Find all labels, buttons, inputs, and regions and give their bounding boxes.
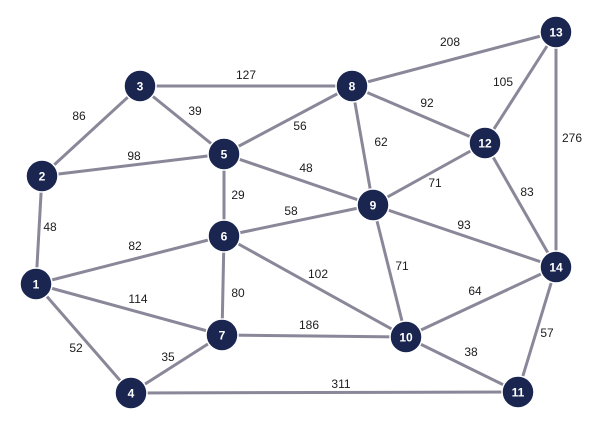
edge-weight-9-12: 71 [428,176,442,190]
edge-6-10 [222,234,408,339]
edge-10-14 [404,265,558,339]
node-7: 7 [205,318,239,352]
node-2: 2 [25,159,59,193]
edge-7-10 [220,333,408,339]
node-circle-7 [205,318,239,352]
edge-weight-2-3: 86 [72,109,86,123]
edge-1-7 [34,282,224,337]
edge-10-11 [404,335,520,394]
edge-weight-12-13: 105 [493,75,513,89]
node-label-11: 11 [512,386,525,400]
edge-9-10 [371,203,408,339]
edge-11-14 [516,265,558,394]
edge-weight-8-12: 92 [420,96,434,110]
edge-weight-10-14: 64 [468,284,482,298]
node-circle-12 [468,126,502,160]
edge-weight-11-14: 57 [540,326,554,340]
node-label-6: 6 [221,230,228,244]
edge-weight-1-6: 82 [128,239,142,253]
edge-weight-1-2: 48 [43,220,57,234]
node-label-4: 4 [128,387,135,401]
node-label-9: 9 [370,199,377,213]
node-4: 4 [114,376,148,410]
edge-8-12 [350,84,487,145]
node-circle-11 [501,375,535,409]
node-6: 6 [207,219,241,253]
node-label-5: 5 [221,148,228,162]
node-13: 13 [539,15,573,49]
edge-weight-6-10: 102 [308,267,328,281]
edge-9-12 [371,141,487,207]
edge-weight-3-5: 39 [188,104,202,118]
edge-weight-8-9: 62 [374,135,388,149]
node-circle-6 [207,219,241,253]
node-label-7: 7 [219,329,226,343]
edge-weight-2-5: 98 [127,149,141,163]
node-circle-9 [356,188,390,222]
edge-weight-1-4: 52 [69,341,83,355]
node-8: 8 [335,69,369,103]
edge-weight-4-7: 35 [161,350,175,364]
node-label-10: 10 [399,331,413,345]
edge-weight-7-10: 186 [299,318,319,332]
node-circle-5 [207,137,241,171]
edge-2-3 [40,84,142,178]
node-circle-1 [19,267,53,301]
edge-weight-8-13: 208 [440,35,460,49]
edge-weight-12-14: 83 [520,185,534,199]
edge-1-4 [34,282,133,395]
node-circle-4 [114,376,148,410]
edge-weight-6-9: 58 [284,204,298,218]
node-5: 5 [207,137,241,171]
node-circle-14 [539,250,573,284]
node-label-12: 12 [478,137,492,151]
edge-3-5 [138,84,226,156]
node-circle-8 [335,69,369,103]
node-1: 1 [19,267,53,301]
edge-weight-13-14: 276 [562,131,582,145]
node-circle-13 [539,15,573,49]
edge-weight-5-6: 29 [231,188,245,202]
edge-weight-5-8: 56 [293,119,307,133]
node-label-13: 13 [549,26,563,40]
node-circle-10 [389,320,423,354]
node-label-1: 1 [33,278,40,292]
edge-5-9 [222,152,375,207]
edge-weight-10-11: 38 [464,345,478,359]
node-9: 9 [356,188,390,222]
node-10: 10 [389,320,423,354]
node-label-14: 14 [549,261,563,275]
edge-weight-9-14: 93 [457,218,471,232]
edge-4-7 [129,333,224,395]
edge-weights-layer: 4882114528698127393531156294858801021862… [43,35,582,391]
edge-weight-5-9: 48 [299,161,313,175]
node-12: 12 [468,126,502,160]
edge-12-13 [483,30,558,145]
edge-4-11 [129,390,520,395]
edge-weight-4-11: 311 [331,377,350,391]
edge-6-9 [222,203,375,238]
edge-weight-9-10: 71 [395,259,409,273]
node-circle-3 [123,69,157,103]
edge-1-6 [34,234,226,286]
node-circle-2 [25,159,59,193]
edge-12-14 [483,141,558,269]
edge-9-14 [371,203,558,269]
edge-2-5 [40,152,226,178]
node-3: 3 [123,69,157,103]
node-label-2: 2 [39,170,46,184]
edge-weight-6-7: 80 [231,286,245,300]
node-14: 14 [539,250,573,284]
node-11: 11 [501,375,535,409]
node-label-8: 8 [349,80,356,94]
edge-weight-1-7: 114 [128,292,147,306]
edge-1-2 [34,174,44,286]
node-label-3: 3 [137,80,144,94]
edge-8-13 [350,30,558,88]
edge-weight-3-8: 127 [236,68,256,82]
edge-5-8 [222,84,354,156]
edge-8-9 [350,84,375,207]
